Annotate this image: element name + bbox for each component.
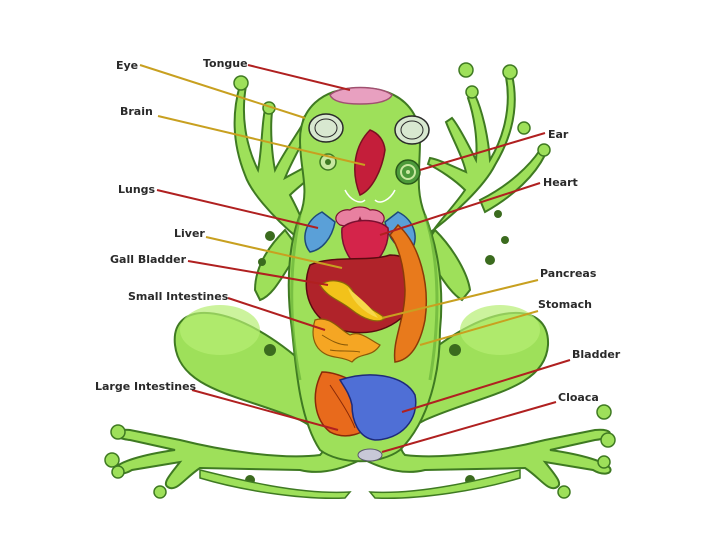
label-stomach: Stomach: [538, 298, 592, 311]
label-cloaca: Cloaca: [558, 391, 599, 404]
label-large-intestines: Large Intestines: [95, 380, 197, 393]
label-heart: Heart: [543, 176, 578, 189]
cloaca-shape: [358, 449, 382, 461]
tongue-shape: [330, 88, 392, 105]
label-bladder: Bladder: [572, 348, 621, 361]
left-eye-shape: [309, 114, 343, 142]
label-gall-bladder: Gall Bladder: [110, 253, 187, 266]
right-eye-shape: [395, 116, 429, 144]
label-small-intestines: Small Intestines: [128, 290, 229, 303]
label-liver: Liver: [174, 227, 205, 240]
label-ear: Ear: [548, 128, 569, 141]
label-lungs: Lungs: [118, 183, 156, 196]
label-brain: Brain: [120, 105, 153, 118]
label-pancreas: Pancreas: [540, 267, 597, 280]
leader-tongue: [248, 65, 350, 90]
label-tongue: Tongue: [203, 57, 248, 70]
label-eye: Eye: [116, 59, 138, 72]
